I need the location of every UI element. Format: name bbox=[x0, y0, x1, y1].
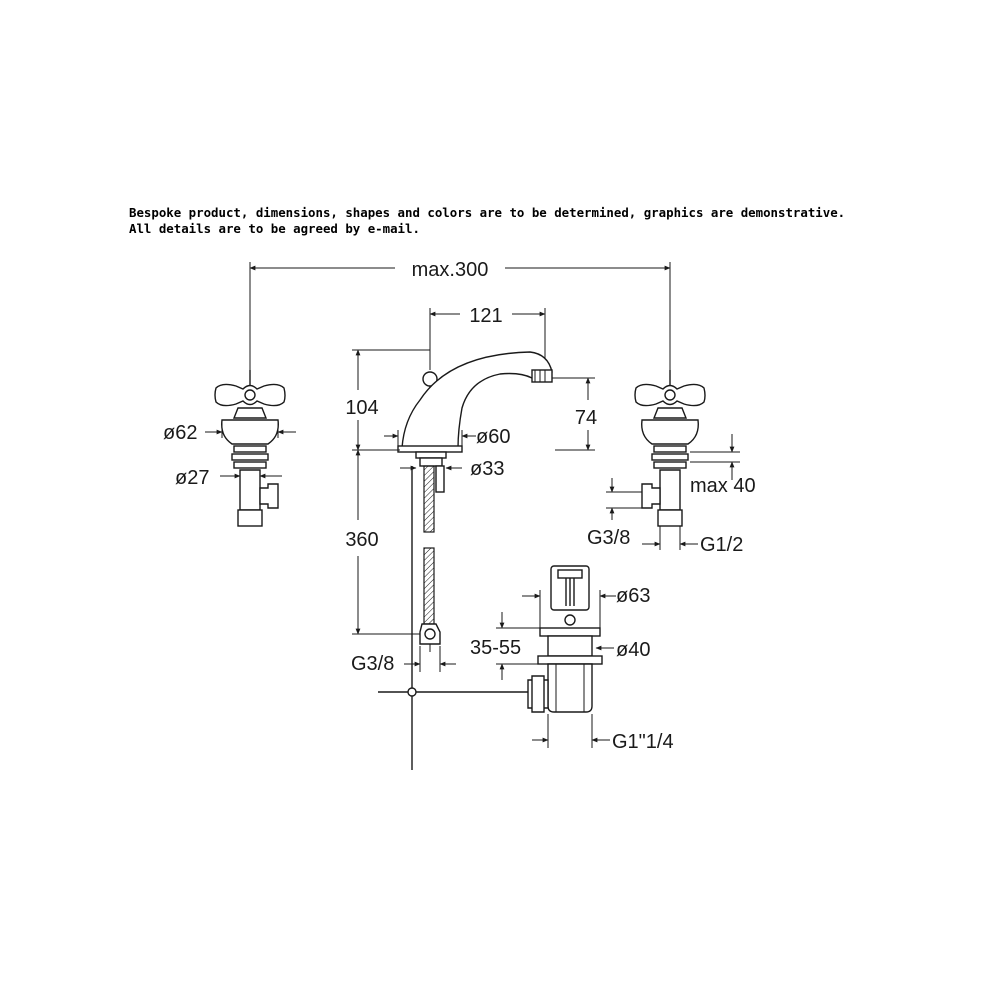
waste-body-diameter-label: ø40 bbox=[616, 639, 650, 661]
hose-connection-label: G3/8 bbox=[351, 653, 394, 675]
spout-height-label: 104 bbox=[345, 397, 378, 419]
waste-thread-label: G1"1/4 bbox=[612, 731, 674, 753]
disclaimer-line-2: All details are to be agreed by e-mail. bbox=[129, 221, 420, 236]
waste-range-dimension: 35-55 bbox=[470, 612, 540, 680]
valve-inlet-label: G1/2 bbox=[700, 534, 743, 556]
waste-head-diameter-label: ø63 bbox=[616, 585, 650, 607]
valve-outlet-label: G3/8 bbox=[587, 527, 630, 549]
valve-outlet-dimension: G3/8 bbox=[587, 478, 642, 549]
outlet-height-label: 74 bbox=[575, 407, 597, 429]
spout-reach-dimension: 121 bbox=[429, 305, 546, 370]
disclaimer-line-1: Bespoke product, dimensions, shapes and … bbox=[129, 205, 846, 220]
valve-depth-dimension: max 40 bbox=[690, 434, 756, 497]
outlet-height-dimension: 74 bbox=[550, 377, 597, 451]
waste-body-diameter-dimension: ø40 bbox=[595, 639, 650, 661]
hose-connection-dimension: G3/8 bbox=[351, 646, 456, 675]
spout-base-diameter-label: ø60 bbox=[476, 426, 510, 448]
spout-height-dimension: 104 bbox=[345, 349, 430, 451]
handle-diameter-label: ø62 bbox=[163, 422, 197, 444]
shank-diameter-dimension: ø27 bbox=[175, 467, 282, 489]
waste-range-label: 35-55 bbox=[470, 637, 521, 659]
right-valve bbox=[634, 370, 706, 527]
shank-diameter-label: ø27 bbox=[175, 467, 209, 489]
popup-waste bbox=[527, 565, 603, 713]
handle-diameter-dimension: ø62 bbox=[163, 420, 296, 444]
hose-length-label: 360 bbox=[345, 529, 378, 551]
overall-width-label: max.300 bbox=[412, 259, 489, 281]
waste-head-diameter-dimension: ø63 bbox=[522, 585, 650, 628]
flexible-hose bbox=[419, 465, 441, 652]
valve-depth-label: max 40 bbox=[690, 475, 756, 497]
left-valve bbox=[214, 370, 286, 527]
popup-rod bbox=[378, 687, 528, 697]
spout-reach-label: 121 bbox=[469, 305, 502, 327]
waste-thread-dimension: G1"1/4 bbox=[532, 714, 674, 753]
disclaimer-note: Bespoke product, dimensions, shapes and … bbox=[129, 205, 845, 237]
hose-length-dimension: 360 bbox=[345, 449, 420, 635]
valve-inlet-dimension: G1/2 bbox=[642, 526, 743, 556]
spout bbox=[397, 351, 553, 770]
spout-shank-diameter-label: ø33 bbox=[470, 458, 504, 480]
spout-shank-diameter-dimension: ø33 bbox=[400, 458, 504, 480]
spout-base-diameter-dimension: ø60 bbox=[384, 426, 510, 448]
overall-width-dimension: max.300 bbox=[249, 259, 671, 390]
